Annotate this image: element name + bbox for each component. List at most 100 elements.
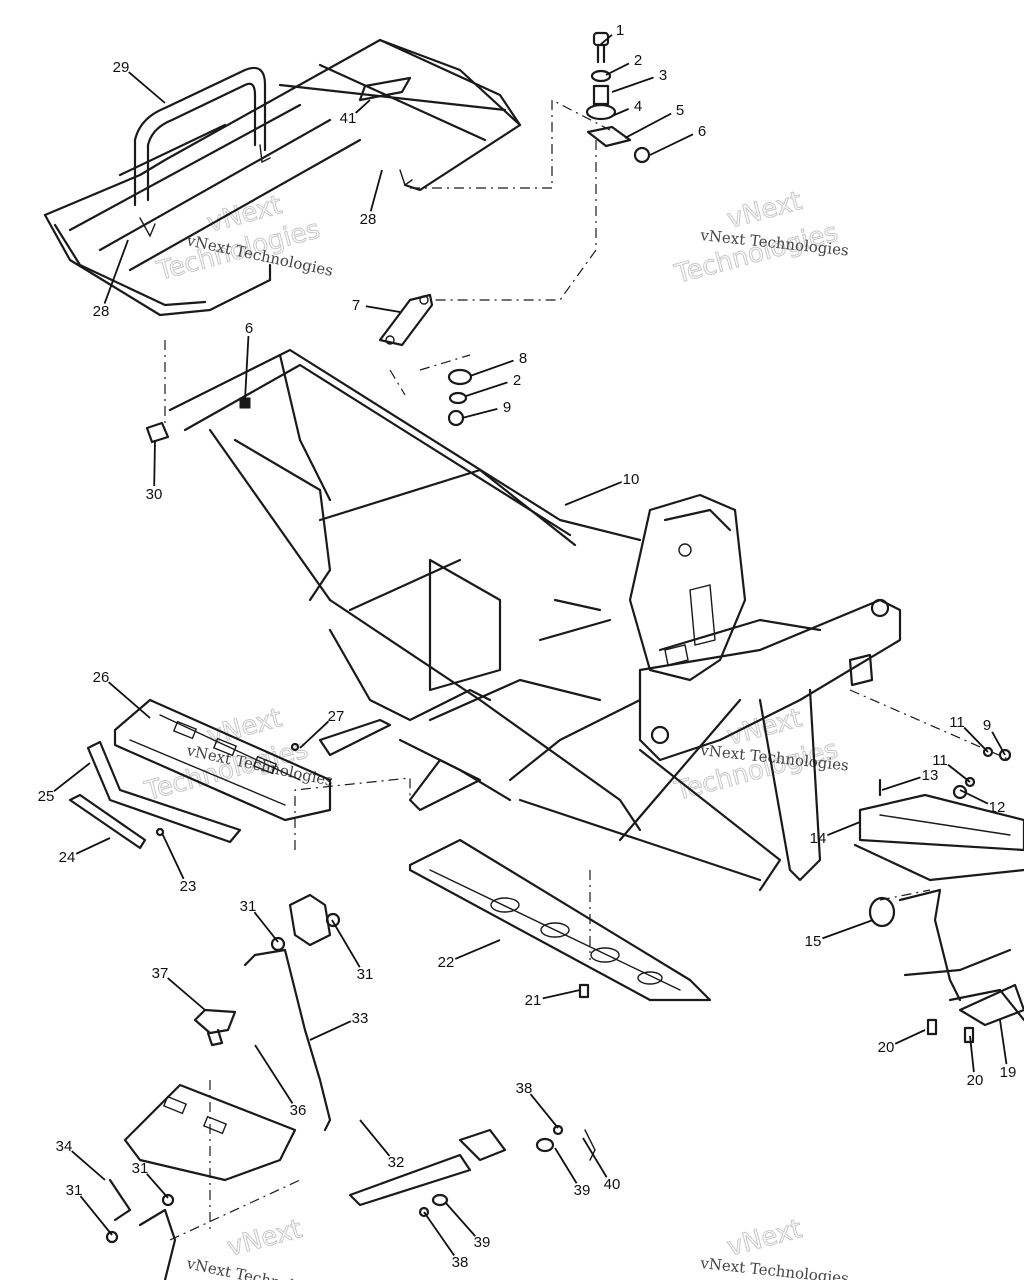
callout-38: 38	[516, 1080, 559, 1129]
part-number: 6	[698, 123, 706, 140]
callout-30: 30	[146, 439, 162, 503]
part-number: 3	[659, 67, 667, 84]
leader-line	[542, 989, 581, 1000]
watermark-bottom-left: vNext vNext Technologies	[184, 1214, 334, 1280]
leader-line	[827, 821, 861, 836]
callout-20: 20	[878, 1029, 926, 1056]
callout-31: 31	[240, 898, 279, 943]
part-number: 38	[516, 1080, 533, 1097]
part-number: 39	[574, 1182, 591, 1199]
leader-line	[611, 76, 654, 93]
callout-36: 36	[254, 1044, 306, 1119]
callout-41: 41	[340, 99, 371, 127]
leader-line	[454, 939, 501, 960]
callout-22: 22	[438, 939, 501, 971]
svg-text:vNext Technologies: vNext Technologies	[699, 1254, 850, 1280]
washer-2	[590, 69, 612, 83]
leader-line	[894, 1029, 926, 1045]
callout-11: 11	[932, 752, 971, 783]
bushing-39	[535, 1137, 555, 1153]
part-number: 9	[983, 717, 991, 734]
callout-8: 8	[469, 350, 527, 377]
part-number: 39	[474, 1234, 491, 1251]
bolt-20	[926, 1018, 938, 1036]
watermark-bottom-right: vNext vNext Technologies	[699, 1214, 850, 1280]
footrest-26	[113, 698, 332, 822]
callout-23: 23	[161, 832, 197, 895]
callout-7: 7	[352, 297, 401, 314]
callout-40: 40	[582, 1137, 620, 1193]
part-number: 12	[989, 799, 1006, 816]
leader-line	[254, 1044, 294, 1104]
part-number: 1	[616, 22, 624, 39]
part-number: 31	[357, 966, 374, 983]
leader-line	[103, 239, 129, 304]
bracket-5	[586, 125, 632, 148]
hardware-mid	[145, 293, 473, 444]
part-number: 28	[93, 303, 110, 320]
callout-9: 9	[461, 399, 511, 419]
leader-line	[999, 1019, 1008, 1065]
part-number: 28	[360, 211, 377, 228]
part-number: 4	[634, 98, 642, 115]
callout-31: 31	[132, 1160, 169, 1199]
skid-22	[408, 838, 712, 1002]
part-number: 31	[66, 1182, 83, 1199]
leader-line	[369, 169, 383, 212]
plate-24	[68, 793, 147, 850]
leader-line	[554, 1147, 578, 1184]
part-number: 20	[967, 1072, 984, 1089]
part-number: 2	[634, 52, 642, 69]
callout-31: 31	[331, 919, 374, 983]
callout-1: 1	[599, 22, 624, 46]
part-number: 11	[932, 752, 948, 769]
rear-rack	[43, 38, 522, 317]
part-number: 24	[59, 849, 76, 866]
part-number: 22	[438, 954, 455, 971]
part-number: 26	[93, 669, 110, 686]
pedal-37	[193, 1008, 237, 1035]
part-number: 20	[878, 1039, 895, 1056]
cap-30	[145, 421, 170, 444]
leader-line	[161, 832, 185, 880]
leader-line	[253, 911, 279, 943]
callout-31: 31	[66, 1182, 113, 1236]
bushing-39b	[431, 1193, 449, 1207]
bushing-3	[592, 84, 610, 106]
washer-8	[447, 368, 473, 386]
part-number: 33	[352, 1010, 369, 1027]
callout-6: 6	[244, 320, 253, 401]
leader-line	[582, 1137, 608, 1178]
watermark-middle-left: Technologies vNext vNext Technologies	[141, 703, 335, 808]
bracket-25	[86, 740, 242, 844]
svg-text:vNext: vNext	[224, 1214, 305, 1263]
part-number: 37	[152, 965, 169, 982]
grommet-4	[585, 103, 617, 121]
washer-38b	[418, 1206, 430, 1218]
bolt-20b	[963, 1026, 975, 1044]
callout-27: 27	[299, 708, 344, 749]
lever-32	[348, 1153, 472, 1207]
assembly-lines	[164, 99, 1011, 1241]
footrest-bracket-left	[408, 758, 482, 812]
leader-line	[79, 1195, 113, 1236]
leader-line	[969, 1035, 975, 1073]
part-number: 11	[949, 714, 965, 731]
callout-20: 20	[967, 1035, 984, 1089]
plate-19	[958, 983, 1024, 1027]
part-number: 5	[676, 102, 684, 119]
leader-line	[355, 99, 371, 114]
callout-39: 39	[444, 1201, 491, 1251]
part-number: 23	[180, 878, 197, 895]
part-number: 31	[240, 898, 257, 915]
part-number: 7	[352, 297, 360, 314]
svg-text:vNext Technologies: vNext Technologies	[184, 1254, 334, 1280]
part-number: 38	[452, 1254, 469, 1271]
leader-line	[128, 71, 166, 104]
leader-line	[529, 1093, 559, 1129]
leader-line	[963, 726, 989, 753]
leader-line	[881, 776, 921, 791]
leader-line	[959, 789, 989, 805]
leader-line	[309, 1020, 352, 1041]
